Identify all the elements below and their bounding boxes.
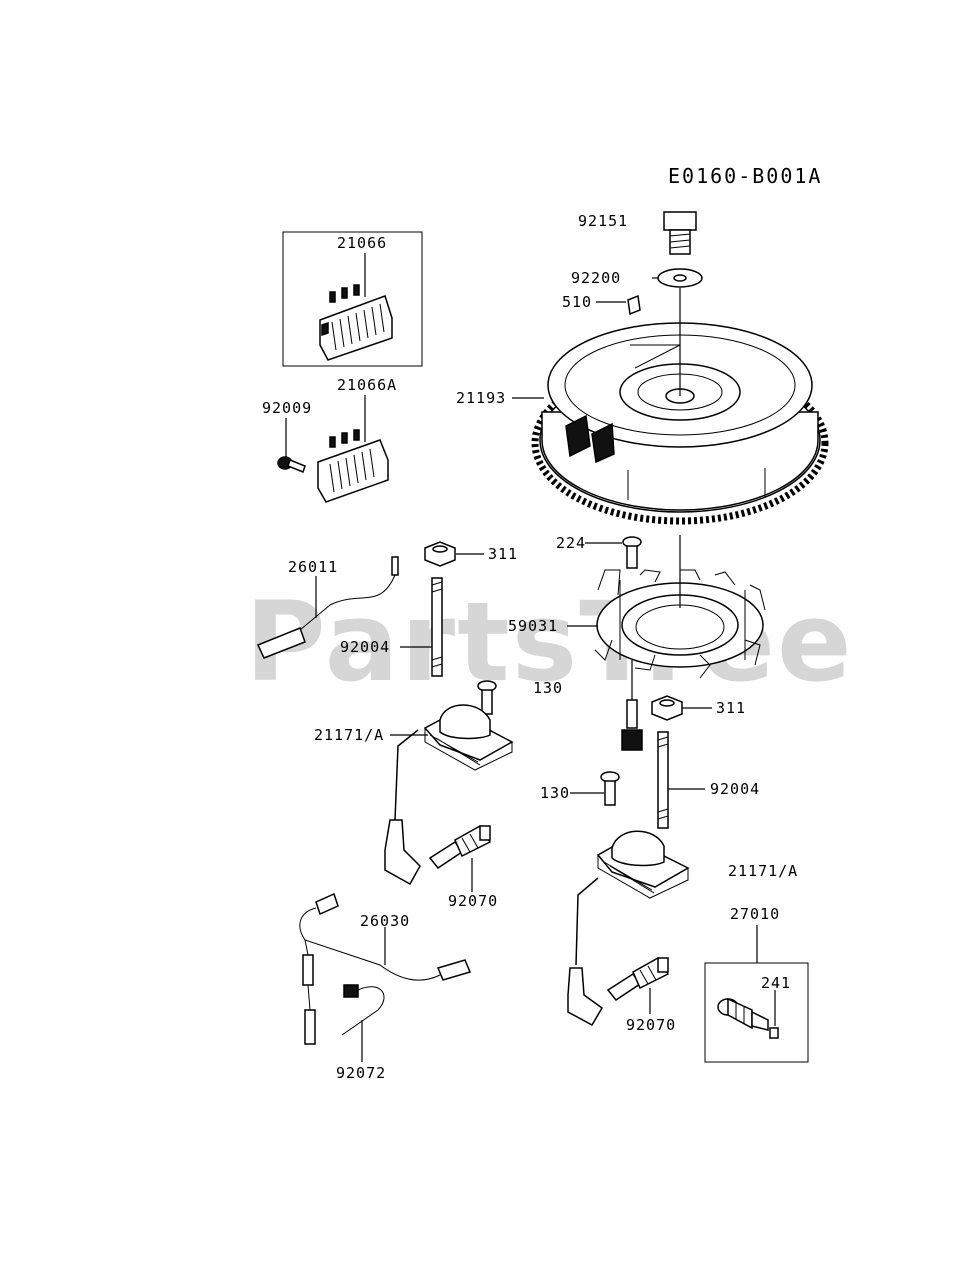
nut-311-left-group[interactable]: 311 — [424, 541, 518, 567]
label-92072: 92072 — [336, 1064, 386, 1082]
label-224: 224 — [556, 534, 586, 552]
bolt-130-left-group[interactable]: 130 — [477, 679, 563, 715]
lead-92072-shape — [341, 984, 385, 1036]
stator-59031-shape — [594, 535, 766, 679]
label-21193: 21193 — [456, 389, 506, 407]
spark-plug-right-group[interactable]: 92070 — [606, 956, 676, 1034]
label-130-left: 130 — [533, 679, 563, 697]
label-26030: 26030 — [360, 912, 410, 930]
ignition-coil-left-group[interactable]: 21171/A — [314, 704, 514, 886]
screw-92009-group[interactable]: 92009 — [262, 399, 312, 473]
harness-26030-shape — [299, 892, 472, 1045]
label-92151: 92151 — [578, 212, 628, 230]
label-92200: 92200 — [571, 269, 621, 287]
screw-224-shape — [622, 536, 642, 569]
diagram-code: E0160-B001A — [668, 164, 822, 188]
label-92070-right: 92070 — [626, 1016, 676, 1034]
stator-59031-group[interactable]: 59031 — [508, 535, 766, 679]
bolt-130-right-shape — [600, 771, 620, 806]
bolt-92151-shape — [663, 211, 697, 255]
label-21066A: 21066A — [337, 376, 397, 394]
bolt-92151-group[interactable]: 92151 — [578, 211, 697, 255]
label-241: 241 — [761, 974, 791, 992]
regulator-box-frame — [282, 231, 423, 367]
label-311-right: 311 — [716, 699, 746, 717]
label-311-left: 311 — [488, 545, 518, 563]
spark-plug-left-shape — [428, 824, 492, 870]
oil-switch-27010-group[interactable]: 27010 241 — [704, 905, 809, 1063]
stud-92004-left-group[interactable]: 92004 — [340, 577, 443, 677]
label-92070-left: 92070 — [448, 892, 498, 910]
nut-311-right-group[interactable]: 311 — [651, 695, 746, 721]
label-59031: 59031 — [508, 617, 558, 635]
label-510: 510 — [562, 293, 592, 311]
lead-92072-group[interactable]: 92072 — [336, 984, 386, 1082]
label-27010: 27010 — [730, 905, 780, 923]
lead-26011-shape — [256, 556, 399, 659]
ignition-coil-right-shape — [567, 830, 690, 1027]
flywheel-21193-shape — [531, 288, 829, 525]
label-21066: 21066 — [337, 234, 387, 252]
label-92009: 92009 — [262, 399, 312, 417]
flywheel-21193-group[interactable]: 21193 — [456, 288, 829, 525]
washer-92200-group[interactable]: 92200 — [571, 268, 703, 288]
regulator-21066A-shape — [317, 429, 389, 503]
spark-plug-right-shape — [606, 956, 670, 1002]
washer-92200-shape — [657, 268, 703, 288]
key-510-shape — [627, 294, 641, 316]
label-130-right: 130 — [540, 784, 570, 802]
label-21171-right: 21171/A — [728, 862, 798, 880]
lead-26011-group[interactable]: 26011 — [256, 556, 399, 659]
ignition-coil-left-shape — [384, 704, 514, 886]
oil-switch-shape — [717, 997, 779, 1039]
regulator-21066-shape — [319, 284, 393, 361]
nut-311-right-shape — [651, 695, 683, 721]
screw-224-group[interactable]: 224 — [556, 534, 642, 569]
regulator-21066-group[interactable]: 21066 — [282, 231, 423, 367]
stator-lead-connector — [621, 660, 643, 751]
stud-92004-right-shape — [657, 731, 669, 829]
ignition-coil-right-group[interactable]: 21171/A — [567, 830, 798, 1027]
label-92004-left: 92004 — [340, 638, 390, 656]
label-92004-right: 92004 — [710, 780, 760, 798]
nut-311-left-shape — [424, 541, 456, 567]
screw-92009-shape — [277, 456, 306, 473]
regulator-21066A-group[interactable]: 21066A — [317, 376, 397, 503]
key-510-group[interactable]: 510 — [562, 293, 641, 316]
spark-plug-left-group[interactable]: 92070 — [428, 824, 498, 910]
stud-92004-right-group[interactable]: 92004 — [657, 731, 760, 829]
label-26011: 26011 — [288, 558, 338, 576]
label-21171-left: 21171/A — [314, 726, 384, 744]
bolt-130-left-shape — [477, 680, 497, 715]
bolt-130-right-group[interactable]: 130 — [540, 771, 620, 806]
stud-92004-left-shape — [431, 577, 443, 677]
harness-26030-group[interactable]: 26030 — [299, 892, 472, 1045]
